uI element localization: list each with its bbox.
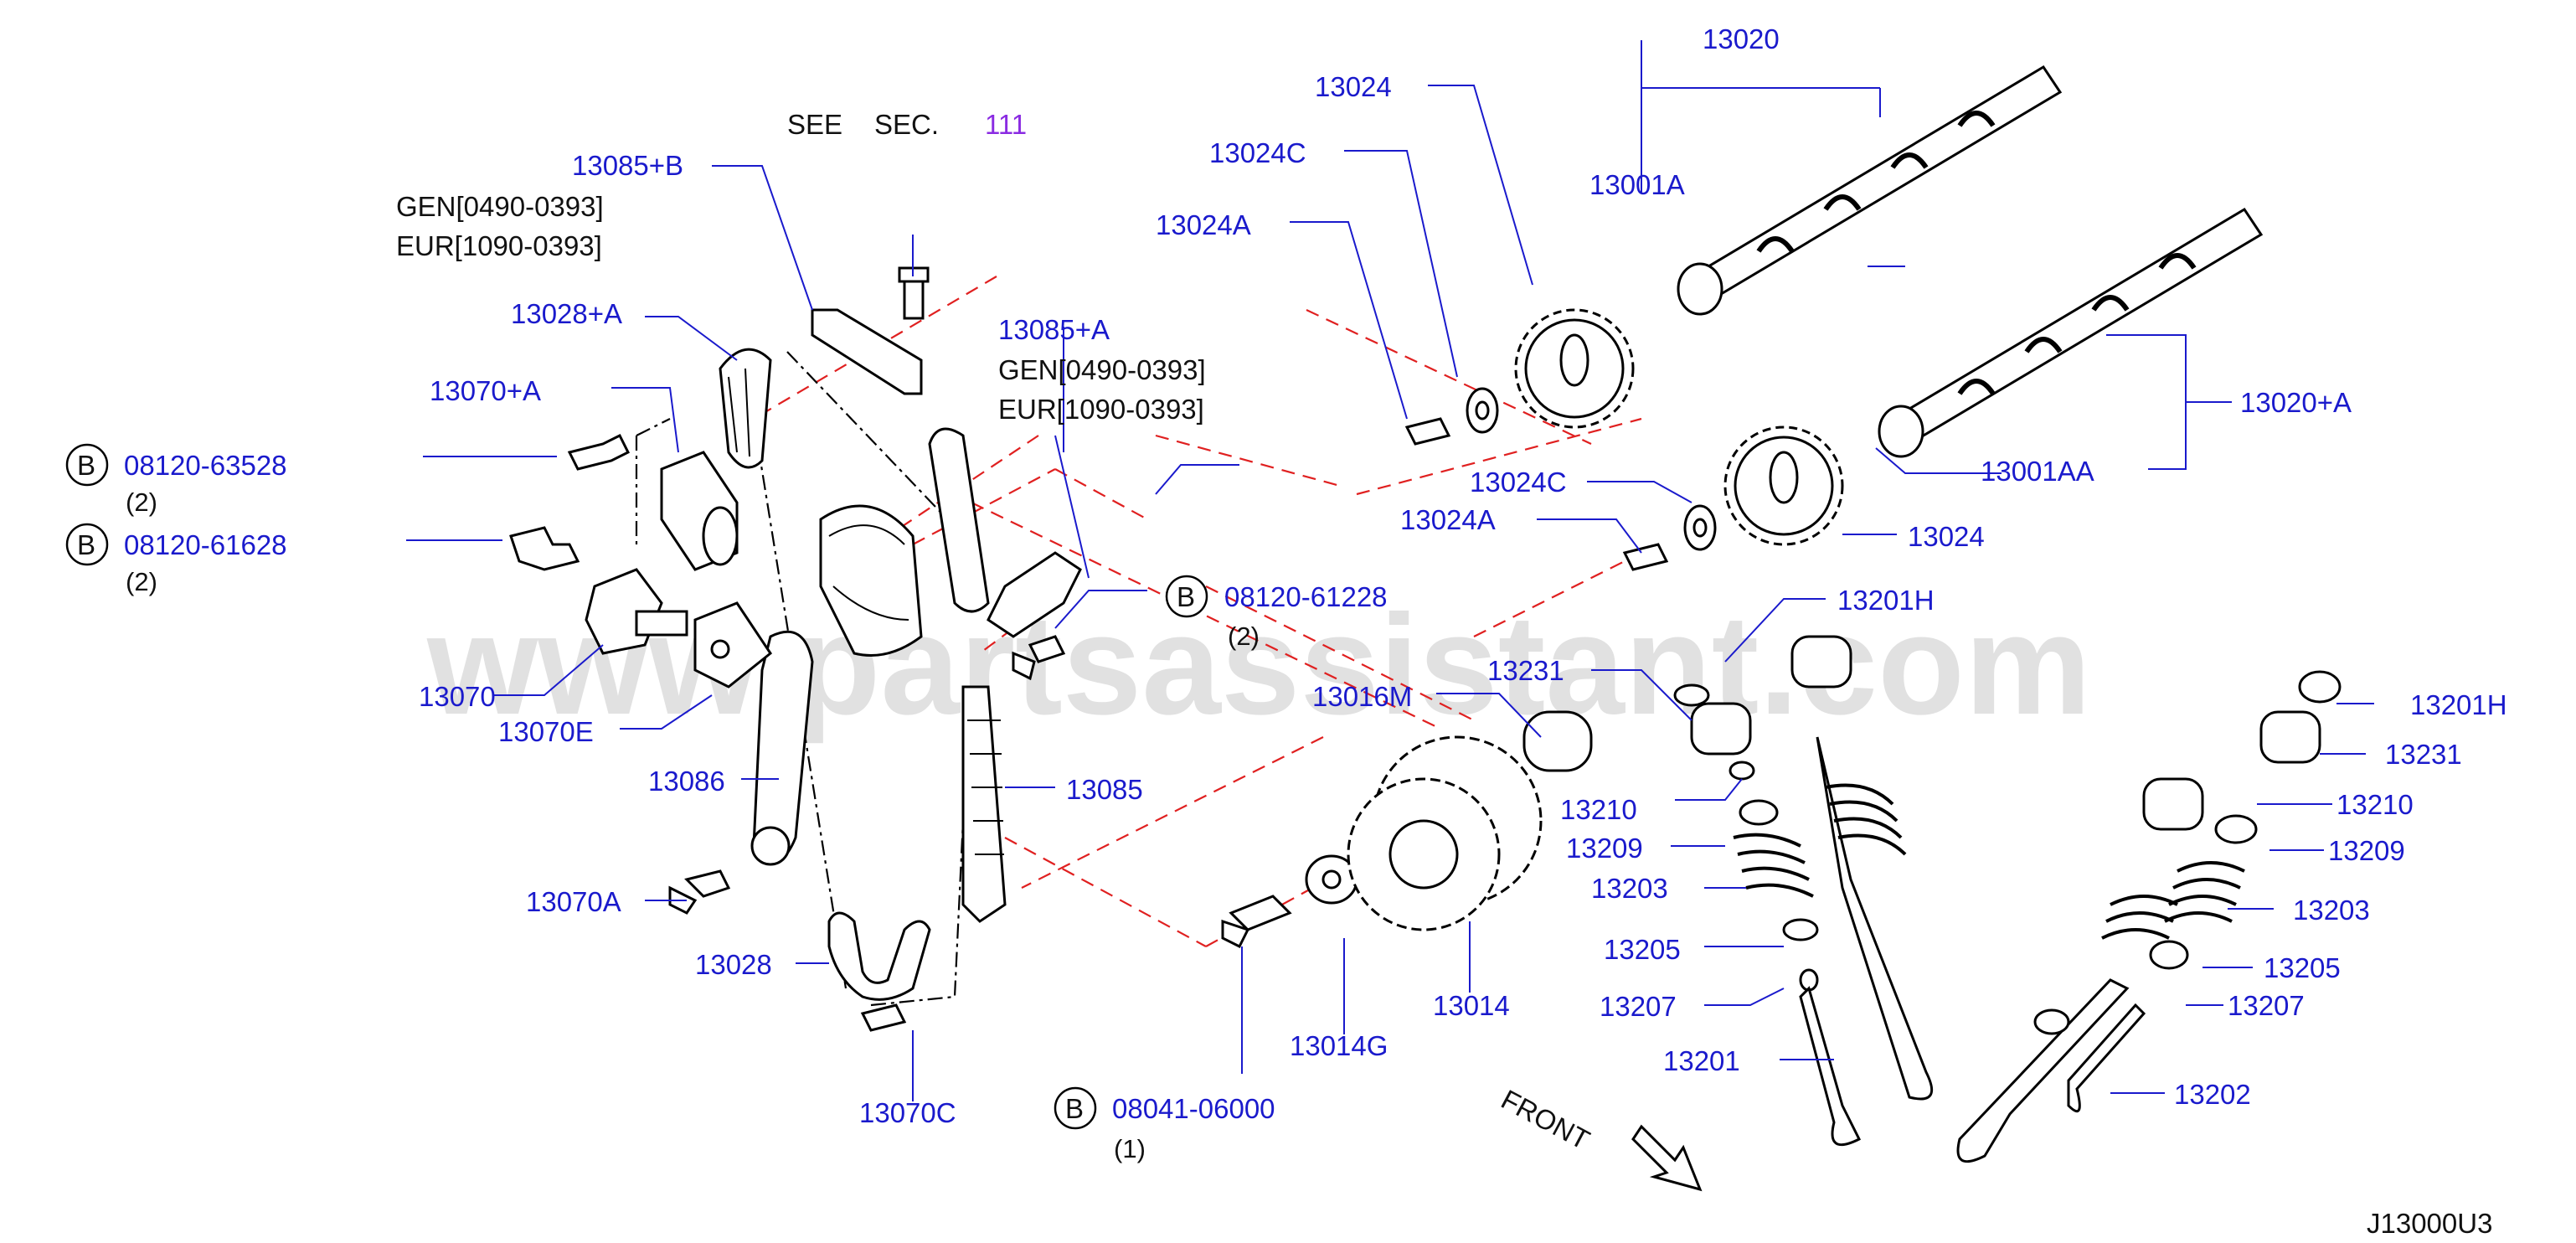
bolt-qty: (2) xyxy=(126,567,157,596)
lower-timing-chain xyxy=(827,911,931,1001)
bolts xyxy=(509,417,1669,1032)
label-13209-right: 13209 xyxy=(2328,835,2405,866)
label-13070E: 13070E xyxy=(498,716,594,747)
svg-text:B: B xyxy=(77,529,95,560)
diagram-id: J13000U3 xyxy=(2367,1208,2492,1239)
camshafts xyxy=(1677,64,2264,458)
eur-note-a: EUR[1090-0393] xyxy=(998,394,1204,425)
svg-text:B: B xyxy=(1177,581,1195,612)
slack-guide-13086 xyxy=(750,630,814,866)
bolt-part-08041-06000: 08041-06000 xyxy=(1112,1093,1275,1124)
label-13205-right: 13205 xyxy=(2264,952,2341,983)
see-text: SEE xyxy=(787,109,842,140)
label-13203-right: 13203 xyxy=(2293,895,2370,926)
bolt-part-08120-63528: 08120-63528 xyxy=(124,450,287,481)
label-13086: 13086 xyxy=(648,766,725,797)
label-13203-mid: 13203 xyxy=(1591,873,1668,904)
eur-note-b: EUR[1090-0393] xyxy=(396,230,602,261)
label-13207-right: 13207 xyxy=(2228,990,2305,1021)
valve-train-right xyxy=(1956,670,2342,1163)
label-13024A: 13024A xyxy=(1156,209,1251,240)
label-13207-mid: 13207 xyxy=(1600,991,1677,1022)
gen-note-b: GEN[0490-0393] xyxy=(396,191,604,222)
tension-guide-13085 xyxy=(961,685,1007,923)
label-13028: 13028 xyxy=(695,949,772,980)
chain-guide-13085B xyxy=(811,266,930,395)
label-13201H-right: 13201H xyxy=(2410,689,2507,720)
chain-tensioner xyxy=(585,451,773,689)
sec-number: 111 xyxy=(985,109,1027,140)
label-13085B: 13085+B xyxy=(572,150,683,181)
label-13085A: 13085+A xyxy=(998,314,1110,345)
label-13070A: 13070A xyxy=(526,886,621,917)
label-13231-right: 13231 xyxy=(2385,739,2462,770)
front-label: FRONT xyxy=(1497,1084,1595,1156)
label-13205-mid: 13205 xyxy=(1604,934,1681,965)
label-13210-right: 13210 xyxy=(2336,789,2414,820)
label-13024-mid: 13024 xyxy=(1908,521,1985,552)
label-13231-mid: 13231 xyxy=(1487,655,1564,686)
valve-train-left xyxy=(1673,635,1934,1147)
label-13209-mid: 13209 xyxy=(1566,833,1643,864)
camshaft-sprockets xyxy=(1514,308,1844,546)
washers xyxy=(1305,387,1717,905)
front-direction-arrow: FRONT xyxy=(1497,1084,1703,1192)
label-13014: 13014 xyxy=(1433,990,1510,1021)
upper-timing-chain xyxy=(719,348,990,657)
label-13001A: 13001A xyxy=(1589,169,1685,200)
label-13024C-mid: 13024C xyxy=(1470,467,1567,498)
svg-text:B: B xyxy=(1065,1093,1084,1124)
alignment-lines xyxy=(753,276,1642,947)
label-13202: 13202 xyxy=(2174,1079,2251,1110)
chain-guide-13085A xyxy=(987,551,1082,638)
label-13085: 13085 xyxy=(1066,774,1143,805)
label-13016M: 13016M xyxy=(1312,681,1412,712)
label-13014G: 13014G xyxy=(1290,1030,1388,1061)
idler-sprocket xyxy=(1347,710,1593,931)
bolt-markers: B B B B xyxy=(65,443,1208,1130)
label-13024C: 13024C xyxy=(1209,137,1306,168)
bolt-callouts: 08120-63528 (2) 08120-61628 (2) 08120-61… xyxy=(124,450,1388,1163)
label-13070: 13070 xyxy=(419,681,496,712)
bolt-qty: (2) xyxy=(1228,622,1260,651)
label-13001AA: 13001AA xyxy=(1981,456,2094,487)
label-13201H-mid: 13201H xyxy=(1837,585,1935,616)
label-13024: 13024 xyxy=(1315,71,1392,102)
svg-text:B: B xyxy=(77,450,95,481)
label-13210-mid: 13210 xyxy=(1560,794,1637,825)
bolt-qty: (1) xyxy=(1114,1134,1146,1163)
label-13028A: 13028+A xyxy=(511,298,622,329)
label-13070C: 13070C xyxy=(859,1097,956,1128)
part-labels: 13020 13024 13024C 13001A 13024A 13085+B… xyxy=(419,23,2507,1128)
label-13024A-mid: 13024A xyxy=(1400,504,1496,535)
leader-lines xyxy=(406,40,2374,1101)
gen-note-a: GEN[0490-0393] xyxy=(998,354,1206,385)
reference-notes: SEE SEC. 111 GEN[0490-0393] EUR[1090-039… xyxy=(396,109,1206,425)
bolt-part-08120-61228: 08120-61228 xyxy=(1224,581,1388,612)
label-13070A-plus: 13070+A xyxy=(430,375,541,406)
sec-text: SEC. xyxy=(874,109,939,140)
label-13020A: 13020+A xyxy=(2240,387,2352,418)
bolt-part-08120-61628: 08120-61628 xyxy=(124,529,287,560)
bolt-qty: (2) xyxy=(126,487,157,517)
label-13201: 13201 xyxy=(1663,1045,1740,1076)
label-13020: 13020 xyxy=(1703,23,1780,54)
